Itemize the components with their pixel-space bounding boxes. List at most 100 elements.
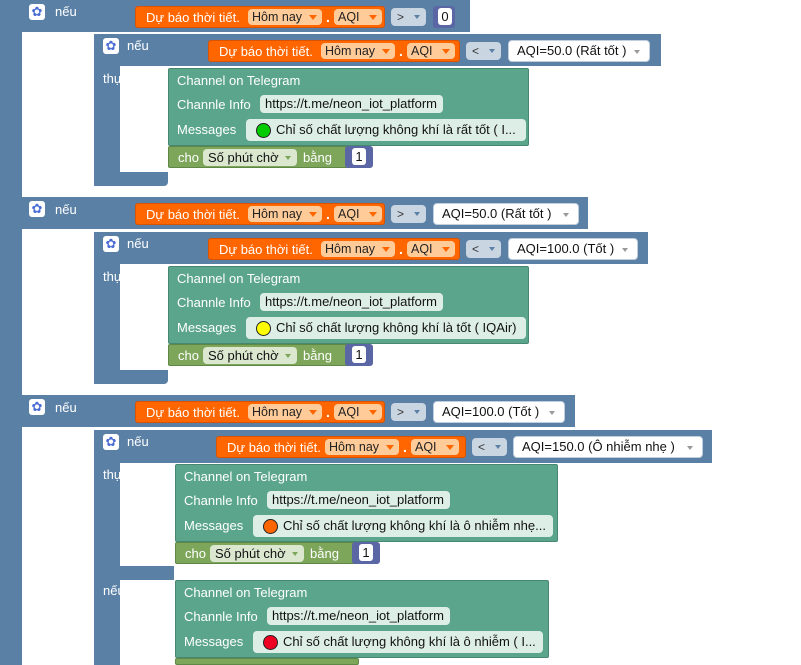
chevron-down-icon [440, 43, 452, 59]
delay-unit-dropdown[interactable]: Số phút chờ [203, 347, 297, 364]
inner-if-mid-3[interactable] [94, 566, 174, 580]
channel-url-field[interactable]: https://t.me/neon_iot_platform [260, 293, 443, 311]
weather-block[interactable]: Dự báo thời tiết. Hôm nay . AQI [208, 238, 460, 260]
gear-icon[interactable]: ✿ [29, 201, 45, 217]
messages-label: Messages [184, 634, 244, 649]
dot-separator: . [326, 9, 330, 25]
message-field[interactable]: Chỉ số chất lượng không khí là ô nhiễm (… [253, 631, 543, 653]
number-value[interactable]: 0 [438, 8, 452, 25]
day-dropdown[interactable]: Hôm nay [248, 206, 322, 222]
day-dropdown[interactable]: Hôm nay [321, 241, 395, 257]
gear-icon[interactable]: ✿ [103, 434, 119, 450]
channel-url-field[interactable]: https://t.me/neon_iot_platform [267, 607, 450, 625]
field-dropdown[interactable]: AQI [334, 9, 382, 25]
weather-block[interactable]: Dự báo thời tiết. Hôm nay . AQI [208, 40, 460, 62]
day-dropdown[interactable]: Hôm nay [248, 404, 322, 420]
number-value[interactable]: 1 [352, 346, 366, 363]
channel-url-field[interactable]: https://t.me/neon_iot_platform [260, 95, 443, 113]
if-block-3-left[interactable] [0, 395, 22, 665]
aqi-value-dropdown[interactable]: AQI=100.0 (Tốt ) [508, 238, 638, 260]
day-dropdown[interactable]: Hôm nay [325, 439, 399, 455]
operator-dropdown[interactable]: > [391, 403, 426, 421]
day-dropdown[interactable]: Hôm nay [248, 9, 322, 25]
aqi-value-dropdown[interactable]: AQI=150.0 (Ô nhiễm nhẹ ) [513, 436, 703, 458]
chevron-down-icon [380, 43, 392, 59]
number-block[interactable]: 1 [345, 146, 373, 168]
chevron-down-icon [440, 241, 452, 257]
if-block-2-left[interactable] [0, 197, 22, 395]
channel-info-label: Channle Info [177, 97, 251, 112]
inner-if-block-3[interactable] [94, 430, 120, 665]
weather-block[interactable]: Dự báo thời tiết. Hôm nay . AQI [216, 436, 466, 458]
operator-dropdown[interactable]: < [472, 438, 507, 456]
aqi-value-dropdown[interactable]: AQI=50.0 (Rất tốt ) [433, 203, 579, 225]
equals-label: bằng [310, 546, 339, 561]
weather-block[interactable]: Dự báo thời tiết. Hôm nay . AQI [135, 401, 385, 423]
delay-unit-dropdown[interactable]: Số phút chờ [203, 149, 297, 166]
do-label: thực hiện [103, 269, 158, 284]
telegram-block[interactable]: Channel on Telegram Channle Info https:/… [168, 68, 529, 146]
field-dropdown[interactable]: AQI [407, 43, 455, 59]
day-dropdown[interactable]: Hôm nay [321, 43, 395, 59]
field-dropdown[interactable]: AQI [334, 206, 382, 222]
weather-label: Dự báo thời tiết. [146, 405, 240, 420]
field-dropdown[interactable]: AQI [407, 241, 455, 257]
operator-dropdown[interactable]: > [391, 8, 426, 26]
field-dropdown[interactable]: AQI [334, 404, 382, 420]
telegram-block-else[interactable]: Channel on Telegram Channle Info https:/… [175, 580, 549, 658]
if-label: nếu [55, 400, 77, 415]
aqi-value-dropdown[interactable]: AQI=100.0 (Tốt ) [433, 401, 565, 423]
delay-unit-dropdown[interactable]: Số phút chờ [210, 545, 304, 562]
number-block[interactable]: 1 [352, 542, 380, 564]
inner-if-footer-1[interactable] [94, 172, 168, 186]
telegram-block[interactable]: Channel on Telegram Channle Info https:/… [175, 464, 558, 542]
message-field[interactable]: Chỉ số chất lượng không khí là rất tốt (… [246, 119, 526, 141]
operator-dropdown[interactable]: < [466, 42, 501, 60]
weather-label: Dự báo thời tiết. [227, 440, 321, 455]
equals-label: bằng [303, 150, 332, 165]
telegram-block[interactable]: Channel on Telegram Channle Info https:/… [168, 266, 529, 344]
dot-separator: . [399, 43, 403, 59]
delay-block-else[interactable] [175, 658, 359, 665]
chevron-down-icon [307, 404, 319, 420]
operator-dropdown[interactable]: < [466, 240, 501, 258]
telegram-title: Channel on Telegram [184, 585, 308, 600]
if-label: nếu [127, 434, 149, 449]
dot-separator: . [326, 404, 330, 420]
aqi-value-dropdown[interactable]: AQI=50.0 (Rất tốt ) [508, 40, 650, 62]
if-block-1[interactable] [0, 0, 22, 198]
weather-block[interactable]: Dự báo thời tiết. Hôm nay . AQI [135, 6, 385, 28]
gear-icon[interactable]: ✿ [103, 236, 119, 252]
if-label: nếu [127, 236, 149, 251]
inner-if-footer-2[interactable] [94, 370, 168, 384]
number-block[interactable]: 1 [345, 344, 373, 366]
chevron-down-icon [367, 9, 379, 25]
weather-block[interactable]: Dự báo thời tiết. Hôm nay . AQI [135, 203, 385, 225]
channel-url-field[interactable]: https://t.me/neon_iot_platform [267, 491, 450, 509]
channel-info-label: Channle Info [184, 493, 258, 508]
if-label: nếu [127, 38, 149, 53]
do-label: thực hiện [29, 433, 84, 448]
message-field[interactable]: Chỉ số chất lượng không khí là ô nhiễm n… [253, 515, 553, 537]
gear-icon[interactable]: ✿ [103, 38, 119, 54]
for-label: cho [178, 150, 199, 165]
if-label: nếu [55, 4, 77, 19]
delay-block[interactable]: cho Số phút chờ bằng [168, 344, 352, 366]
number-value[interactable]: 1 [352, 148, 366, 165]
delay-block[interactable]: cho Số phút chờ bằng [168, 146, 352, 168]
field-dropdown[interactable]: AQI [411, 439, 459, 455]
messages-label: Messages [184, 518, 244, 533]
number-block[interactable]: 0 [433, 6, 455, 28]
messages-label: Messages [177, 122, 237, 137]
chevron-down-icon [307, 206, 319, 222]
delay-block[interactable]: cho Số phút chờ bằng [175, 542, 359, 564]
gear-icon[interactable]: ✿ [29, 4, 45, 20]
dot-separator: . [399, 241, 403, 257]
telegram-title: Channel on Telegram [184, 469, 308, 484]
number-value[interactable]: 1 [359, 544, 373, 561]
red-circle-icon [263, 634, 278, 650]
operator-dropdown[interactable]: > [391, 205, 426, 223]
telegram-title: Channel on Telegram [177, 73, 301, 88]
gear-icon[interactable]: ✿ [29, 399, 45, 415]
message-field[interactable]: Chỉ số chất lượng không khí là tốt ( IQA… [246, 317, 526, 339]
